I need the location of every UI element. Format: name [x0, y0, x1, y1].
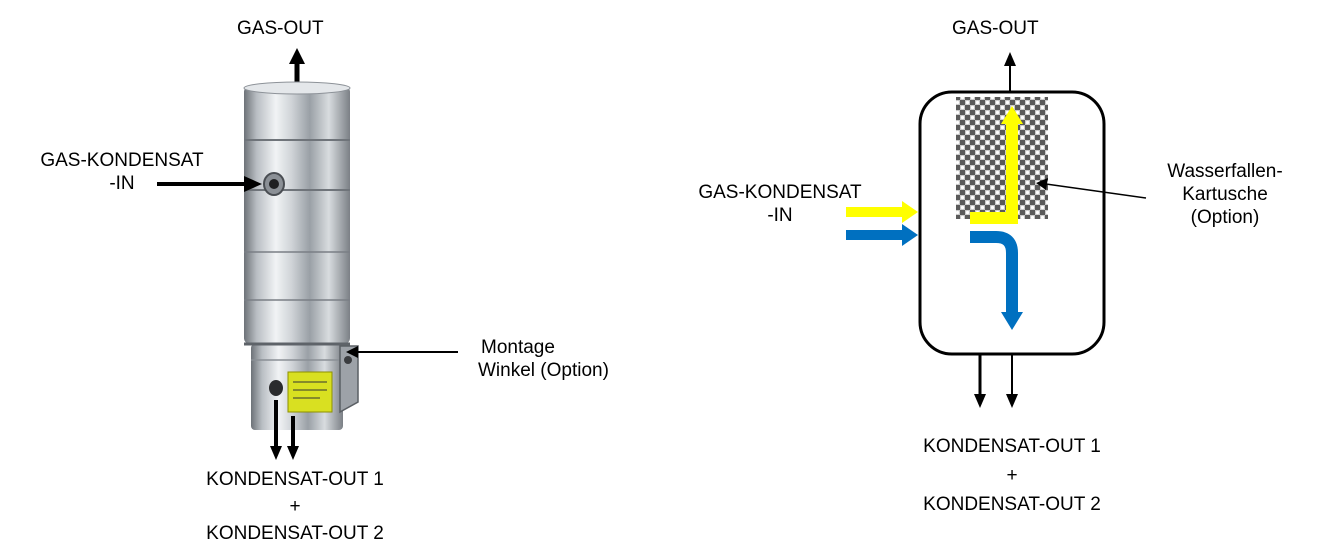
condensate-flow-path — [970, 231, 1023, 330]
steel-cylinder — [243, 81, 351, 430]
right-out-line1: KONDENSAT-OUT 1 — [923, 436, 1101, 457]
left-water-trap-photo — [157, 48, 458, 460]
right-condensate-out-label: KONDENSAT-OUT 1 + KONDENSAT-OUT 2 — [897, 432, 1127, 519]
right-gas-in-arrows — [846, 201, 918, 246]
right-out-line2: KONDENSAT-OUT 2 — [923, 494, 1101, 515]
mount-label: Montage Winkel (Option) — [478, 336, 609, 382]
cartridge-line3: (Option) — [1190, 207, 1260, 228]
right-schematic — [846, 52, 1147, 408]
right-gas-in-label: GAS-KONDENSAT -IN — [660, 181, 900, 227]
left-gas-in-label: GAS-KONDENSAT -IN — [7, 149, 237, 195]
left-gas-in-arrow — [157, 176, 262, 192]
left-out-line2: KONDENSAT-OUT 2 — [206, 523, 384, 544]
right-gas-in-line2: -IN — [767, 205, 793, 226]
left-gas-in-line2: -IN — [109, 173, 135, 194]
cartridge-label: Wasserfallen- Kartusche (Option) — [1135, 160, 1315, 229]
right-condensate-out-arrows — [974, 354, 1018, 408]
right-gas-out-label: GAS-OUT — [952, 18, 1039, 39]
left-condensate-out-arrows — [270, 400, 299, 460]
cartridge-line2: Kartusche — [1182, 184, 1268, 205]
left-gas-out-label: GAS-OUT — [237, 18, 324, 39]
mount-pointer-arrow — [346, 346, 458, 358]
cartridge-pointer-arrow — [1036, 178, 1147, 199]
mounting-bracket — [339, 345, 359, 414]
condensate-outlet-ports — [269, 380, 283, 396]
mount-line1: Montage — [481, 337, 555, 358]
cartridge-line1: Wasserfallen- — [1167, 161, 1283, 182]
left-condensate-out-label: KONDENSAT-OUT 1 + KONDENSAT-OUT 2 — [180, 466, 410, 547]
mount-line2: Winkel (Option) — [478, 360, 609, 381]
left-out-plus: + — [289, 496, 301, 517]
right-gas-in-line1: GAS-KONDENSAT — [698, 182, 862, 203]
right-gas-out-arrow — [1004, 52, 1016, 92]
left-out-line1: KONDENSAT-OUT 1 — [206, 469, 384, 490]
left-gas-in-line1: GAS-KONDENSAT — [40, 150, 204, 171]
gas-inlet-port — [263, 172, 285, 196]
filter-cartridge — [956, 97, 1048, 219]
right-out-plus: + — [1006, 465, 1018, 486]
gas-flow-path — [970, 106, 1023, 224]
